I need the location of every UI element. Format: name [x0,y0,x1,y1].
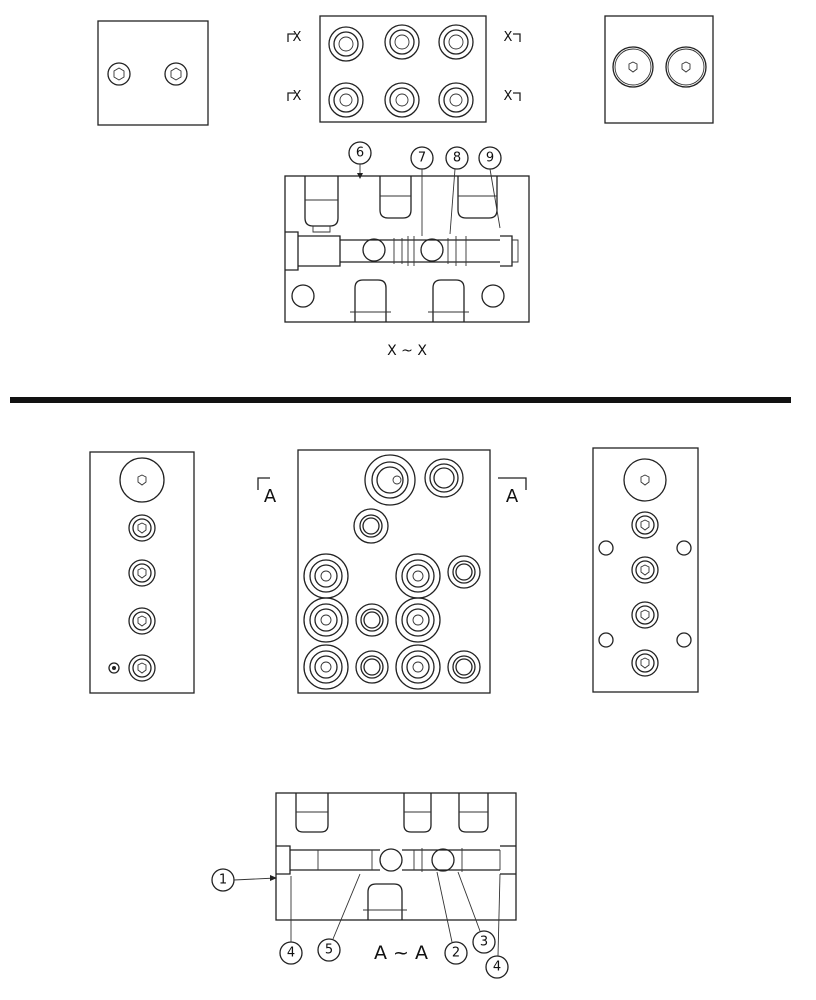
callout-5: 5 [317,873,361,962]
svg-text:4: 4 [493,960,501,975]
section-marker-a-left: A [257,477,277,507]
lower-left-view [89,451,195,694]
svg-text:8: 8 [453,151,461,166]
section-caption-x: X ~ X [387,343,427,359]
svg-text:3: 3 [480,935,488,950]
svg-text:1: 1 [219,873,227,888]
svg-text:7: 7 [418,151,426,166]
svg-text:X: X [293,30,302,45]
callout-1: 1 [211,868,277,892]
lower-center-view: A A [257,449,527,694]
svg-text:X: X [504,30,513,45]
svg-text:5: 5 [325,943,333,958]
svg-text:9: 9 [486,151,494,166]
section-divider [10,397,791,403]
callout-2: 2 [436,871,468,965]
section-view-a [275,792,517,921]
section-marker-x-left-bottom: X [287,89,302,104]
svg-text:X: X [293,89,302,104]
upper-center-view: X X X X [287,15,521,123]
svg-text:4: 4 [287,946,295,961]
svg-text:A: A [506,486,519,507]
upper-left-view [97,20,209,126]
svg-text:X: X [504,89,513,104]
callout-7: 7 [410,146,434,236]
lower-right-view [592,447,699,693]
callout-8: 8 [445,146,469,235]
section-marker-x-right-top: X [504,30,521,45]
section-caption-a: A ~ A [374,942,428,964]
port-grid [328,24,474,118]
upper-right-view [604,15,714,124]
section-view-x [284,175,530,323]
svg-text:A: A [264,486,277,507]
section-marker-x-left-top: X [287,30,302,45]
callout-4-left: 4 [279,876,303,965]
callout-4-right: 4 [485,873,509,979]
callout-6: 6 [348,141,372,179]
section-marker-a-right: A [498,477,527,507]
svg-text:2: 2 [452,946,460,961]
callout-9: 9 [478,146,502,229]
callout-3: 3 [457,871,496,954]
section-marker-x-right-bottom: X [504,89,521,104]
svg-text:6: 6 [356,146,364,161]
